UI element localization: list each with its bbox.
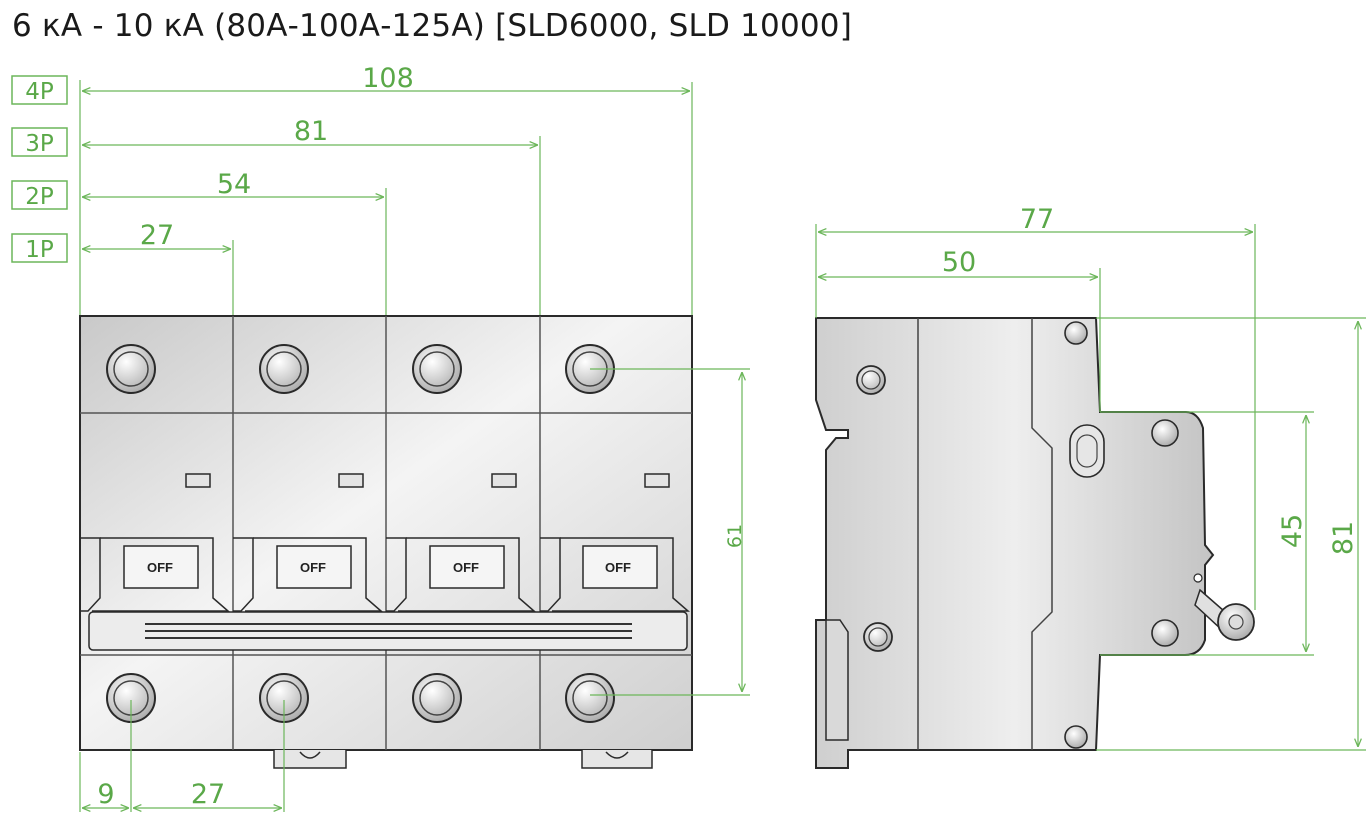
breaker-side-view — [815, 317, 1255, 769]
breaker-front-view: OFF OFF OFF OFF — [79, 315, 693, 769]
pole-label-1p: 1P — [11, 233, 68, 263]
handle-off-label-4: OFF — [605, 560, 631, 575]
dim-side-depth-50: 50 — [942, 247, 976, 278]
side-dimension-lines — [815, 224, 1366, 751]
dim-bottom-offset: 9 — [97, 779, 114, 810]
dim-side-height-45: 45 — [1277, 514, 1308, 548]
svg-text:1P: 1P — [25, 237, 54, 263]
front-height-dimension — [590, 368, 750, 696]
top-terminal-screws — [106, 344, 615, 394]
svg-text:2P: 2P — [25, 184, 54, 210]
pole-label-2p: 2P — [11, 180, 68, 210]
dim-side-height-81: 81 — [1328, 521, 1359, 555]
dim-width-4p: 108 — [362, 63, 414, 94]
svg-text:3P: 3P — [25, 131, 54, 157]
pole-label-4p: 4P — [11, 75, 68, 105]
indicator-windows — [185, 473, 670, 488]
handle-tie-bar — [88, 611, 688, 651]
handle-off-label-3: OFF — [453, 560, 479, 575]
page-title: 6 кА - 10 кА (80А-100А-125А) [SLD6000, S… — [12, 8, 853, 44]
bottom-terminal-screws — [106, 673, 615, 723]
handle-off-label-1: OFF — [147, 560, 173, 575]
dim-bottom-pitch: 27 — [191, 779, 225, 810]
dim-width-1p: 27 — [140, 220, 174, 251]
dim-side-depth-77: 77 — [1020, 204, 1054, 235]
dim-front-height: 61 — [724, 524, 746, 548]
dim-width-3p: 81 — [294, 116, 328, 147]
handle-housings — [80, 537, 691, 612]
svg-text:4P: 4P — [25, 79, 54, 105]
handle-paddles — [123, 545, 658, 589]
front-dimension-lines — [79, 80, 693, 318]
pole-label-3p: 3P — [11, 127, 68, 157]
handle-off-label-2: OFF — [300, 560, 326, 575]
dim-width-2p: 54 — [217, 169, 251, 200]
bottom-dimension-lines — [79, 700, 285, 812]
din-clips — [273, 750, 653, 769]
